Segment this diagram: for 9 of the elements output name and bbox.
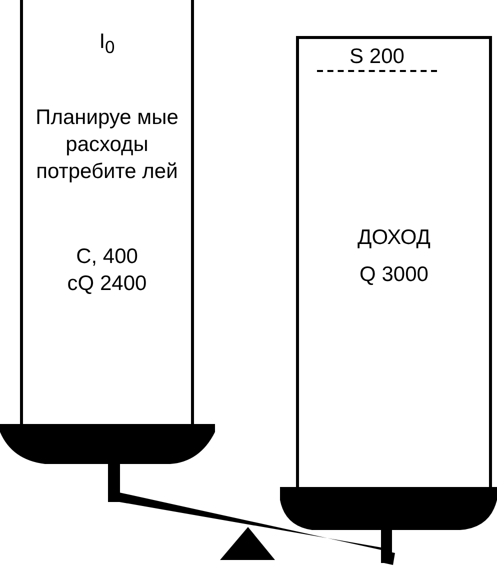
- value-label: cQ 2400: [66, 271, 148, 297]
- column-bar: [296, 36, 492, 488]
- expense-text: Планируе мые расходы потребите лей: [34, 105, 180, 185]
- variable-label: I$_{0}$: [98, 29, 116, 60]
- column-bar: [20, 0, 194, 425]
- value-label: C, 400: [75, 244, 139, 270]
- value-label: S 200: [317, 43, 437, 72]
- income-text: ДОХОД: [356, 225, 432, 251]
- value-label: Q 3000: [358, 262, 430, 288]
